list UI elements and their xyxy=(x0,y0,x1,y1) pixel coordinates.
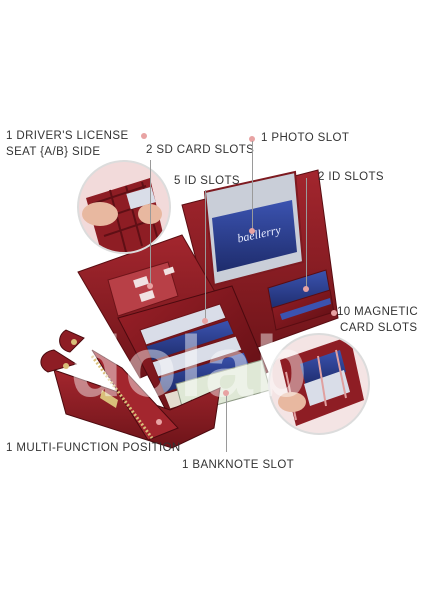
leader-dot-id2 xyxy=(303,286,309,292)
leader-dot-sd xyxy=(147,283,153,289)
leader-dot-drivers-license xyxy=(141,133,147,139)
leader-line-id2 xyxy=(306,178,307,288)
label-magnetic-line1: 10 MAGNETIC xyxy=(337,306,419,318)
label-sd-card-slots: 2 SD CARD SLOTS xyxy=(146,144,255,156)
leader-dot-banknote xyxy=(223,390,229,396)
label-id-slots-5: 5 ID SLOTS xyxy=(174,175,240,187)
leader-dot-multi-function xyxy=(156,419,162,425)
leader-line-banknote xyxy=(226,392,227,452)
leader-dot-magnetic xyxy=(331,310,337,316)
label-id-slots-2: 2 ID SLOTS xyxy=(318,171,384,183)
label-drivers-license-line2: SEAT {A/B} SIDE xyxy=(6,146,101,158)
leader-dot-photo-top xyxy=(249,136,255,142)
leader-line-photo xyxy=(252,141,253,231)
leader-line-sd xyxy=(150,160,151,285)
photo-window: baellerry xyxy=(203,170,305,287)
label-photo-slot: 1 PHOTO SLOT xyxy=(261,132,350,144)
inset-magnetic-card-slots xyxy=(269,334,369,434)
inset-drivers-license xyxy=(78,161,170,253)
label-multi-function: 1 MULTI-FUNCTION POSITION xyxy=(6,442,181,454)
label-banknote-slot: 1 BANKNOTE SLOT xyxy=(182,459,295,471)
label-magnetic-line2: CARD SLOTS xyxy=(340,322,418,334)
leader-line-id5 xyxy=(205,190,206,320)
leader-dot-photo xyxy=(249,228,255,234)
leader-dot-id5 xyxy=(202,318,208,324)
id-slots-right xyxy=(267,269,335,331)
label-drivers-license-line1: 1 DRIVER'S LICENSE xyxy=(6,130,129,142)
